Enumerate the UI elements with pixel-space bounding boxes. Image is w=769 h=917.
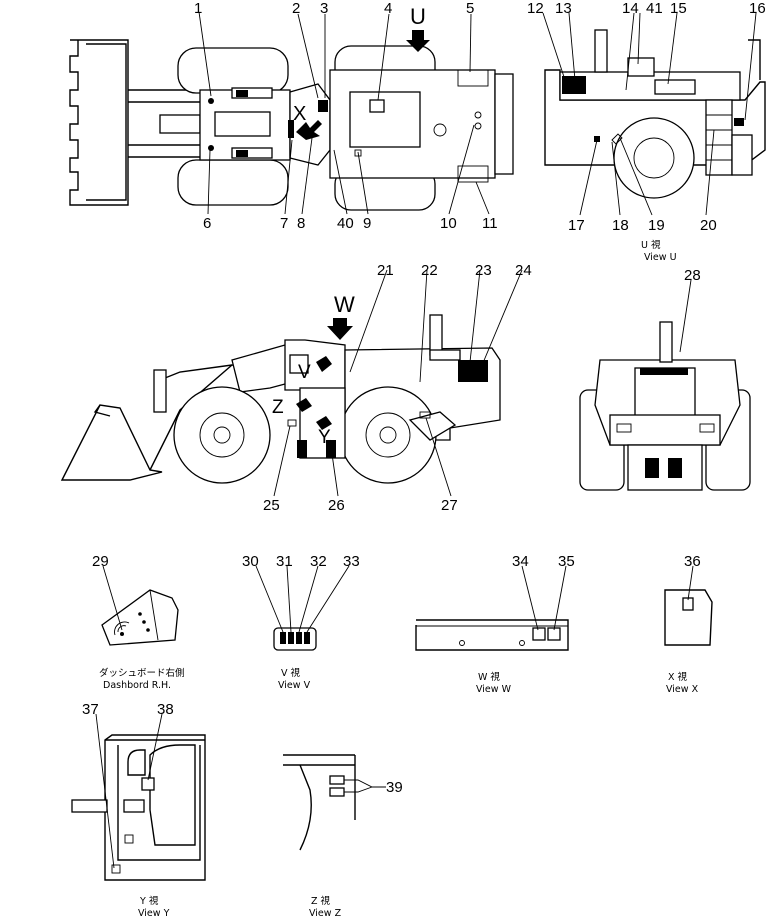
callout-10: 10 (440, 215, 457, 232)
callout-39: 39 (386, 779, 403, 796)
callout-35: 35 (558, 553, 575, 570)
caption-dashboard-jp: ダッシュボード右側 (99, 667, 185, 679)
callout-14: 14 (622, 0, 639, 17)
callout-12: 12 (527, 0, 544, 17)
caption-view-z: View Z (309, 908, 342, 917)
callout-32: 32 (310, 553, 327, 570)
callout-4: 4 (384, 0, 392, 17)
view-marker-v: V (298, 362, 311, 383)
callout-31: 31 (276, 553, 293, 570)
callout-23: 23 (475, 262, 492, 279)
caption-view-u: View U (644, 252, 677, 263)
view-marker-w: W (334, 292, 355, 317)
view-marker-u: U (410, 4, 426, 29)
callout-8: 8 (297, 215, 305, 232)
callout-21: 21 (377, 262, 394, 279)
caption-view-y-jp: Y 視 (139, 895, 159, 907)
x-view-arrow (296, 120, 322, 140)
view-z-detail (283, 754, 386, 851)
caption-view-x: View X (666, 684, 699, 695)
caption-view-z-jp: Z 視 (311, 895, 331, 907)
callout-13: 13 (555, 0, 572, 17)
top-view (69, 11, 514, 215)
view-y-detail (71, 713, 206, 881)
u-view-arrow (406, 30, 430, 52)
callout-1: 1 (194, 0, 202, 17)
callout-19: 19 (648, 217, 665, 234)
caption-view-v: View V (278, 680, 311, 691)
callout-18: 18 (612, 217, 629, 234)
view-marker-z: Z (272, 397, 284, 418)
view-x-detail (664, 565, 713, 646)
callout-36: 36 (684, 553, 701, 570)
callout-30: 30 (242, 553, 259, 570)
view-marker-x: X (293, 103, 306, 125)
callout-20: 20 (700, 217, 717, 234)
callout-22: 22 (421, 262, 438, 279)
caption-view-x-jp: X 視 (668, 671, 688, 683)
view-u-drawing (542, 12, 766, 216)
callout-7: 7 (280, 215, 288, 232)
callout-3: 3 (320, 0, 328, 17)
callout-41: 41 (646, 0, 663, 17)
caption-view-v-jp: V 視 (281, 667, 301, 679)
dashboard-rh-detail (101, 565, 179, 646)
caption-view-y: View Y (138, 908, 170, 917)
callout-25: 25 (263, 497, 280, 514)
callout-38: 38 (157, 701, 174, 718)
view-marker-y: Y (318, 427, 331, 448)
callout-5: 5 (466, 0, 474, 17)
caption-dashboard: Dashbord R.H. (103, 680, 171, 691)
callout-33: 33 (343, 553, 360, 570)
callout-15: 15 (670, 0, 687, 17)
callout-29: 29 (92, 553, 109, 570)
side-view (60, 269, 523, 497)
callout-6: 6 (203, 215, 211, 232)
callout-24: 24 (515, 262, 532, 279)
callout-26: 26 (328, 497, 345, 514)
callout-11: 11 (482, 215, 498, 232)
caption-view-w: View W (476, 684, 512, 695)
view-v-detail (255, 565, 350, 651)
callout-34: 34 (512, 553, 529, 570)
callout-9: 9 (363, 215, 371, 232)
callout-37: 37 (82, 701, 99, 718)
caption-view-w-jp: W 視 (478, 671, 500, 683)
view-w-detail (415, 565, 569, 651)
callout-40: 40 (337, 215, 354, 232)
callout-28: 28 (684, 267, 701, 284)
caption-view-u-jp: U 視 (641, 239, 661, 251)
callout-27: 27 (441, 497, 458, 514)
rear-view (579, 279, 751, 491)
callout-2: 2 (292, 0, 300, 17)
callout-16: 16 (749, 0, 766, 17)
callout-17: 17 (568, 217, 585, 234)
